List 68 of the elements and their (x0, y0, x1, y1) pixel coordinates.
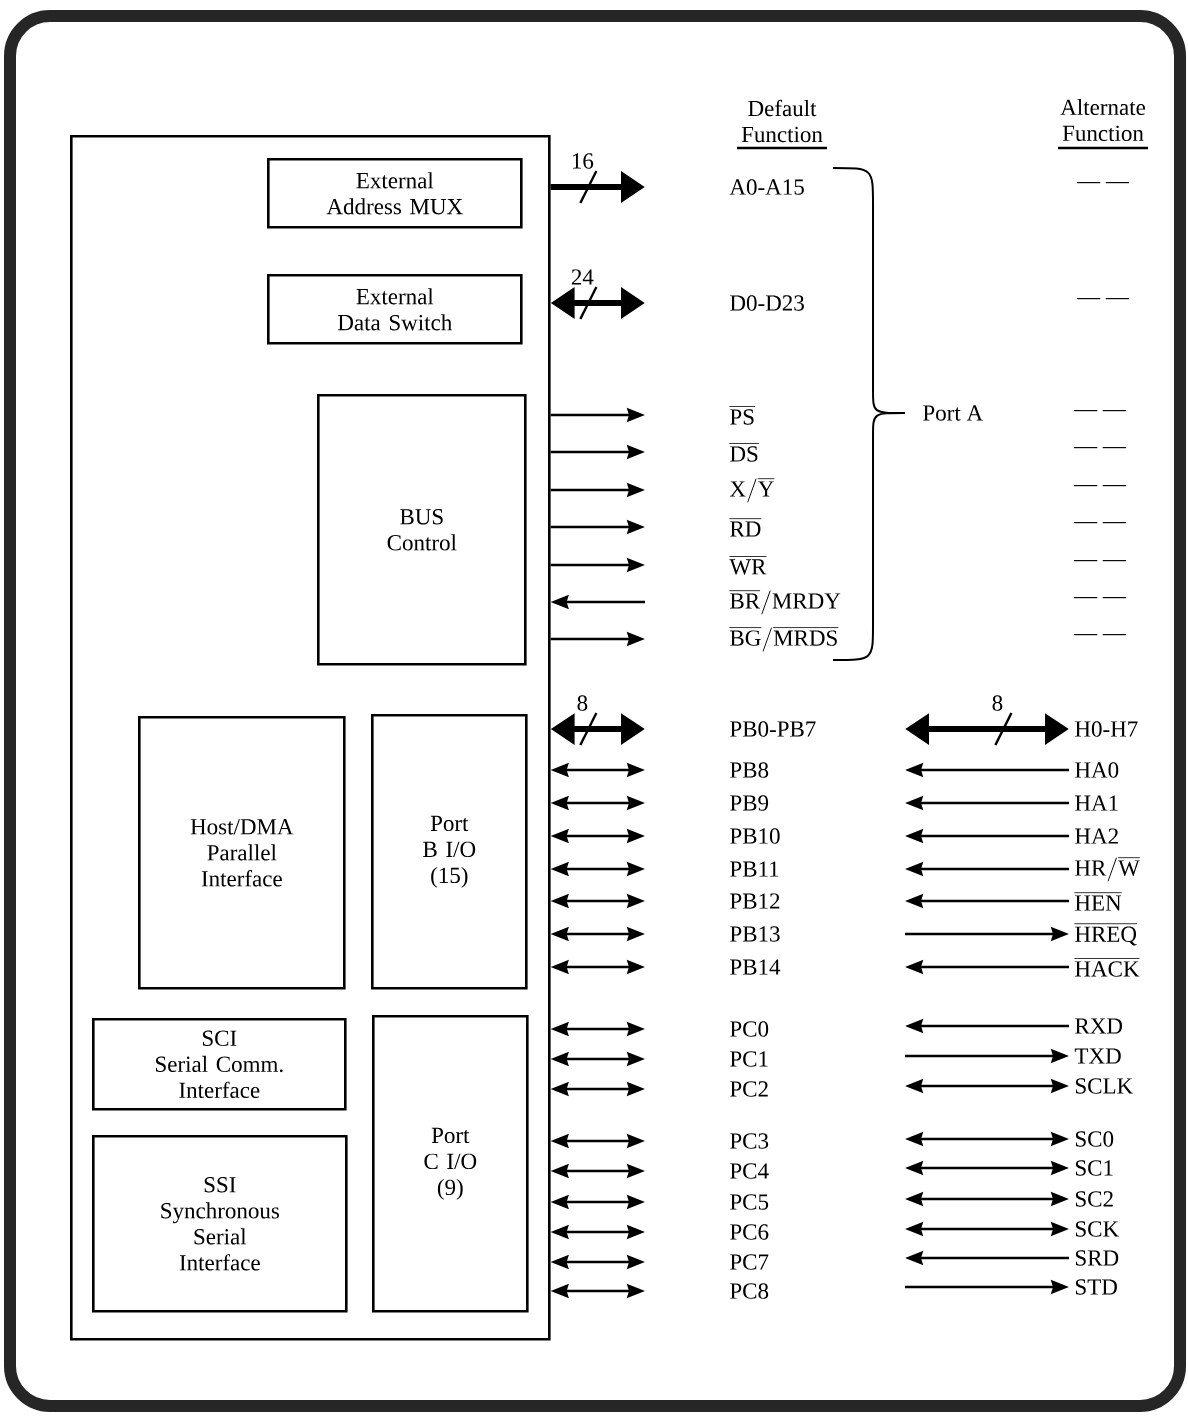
pin-label: PC7 (730, 1254, 769, 1270)
no-function-mark: — — (1077, 298, 1130, 300)
no-function-mark: — — (1074, 485, 1127, 487)
pin-label: STD (1075, 1279, 1117, 1295)
block-box: SCI Serial Comm. Interface (92, 1018, 347, 1111)
pin-label: SC0 (1075, 1131, 1114, 1147)
pin-label: PC8 (730, 1283, 769, 1299)
pin-label: PB12 (730, 893, 780, 909)
pin-label: PC1 (730, 1051, 768, 1067)
pin-label: $\overline{\mathrm{BR}}/\mathrm{MRDY}$ (729, 590, 841, 615)
pin-label: SRD (1075, 1250, 1119, 1266)
pin-label: PB9 (730, 795, 769, 811)
pin-label: HA1 (1075, 795, 1118, 811)
pin-label: $\overline{\mathrm{DS}}$ (729, 443, 759, 462)
pin-label: $\overline{\mathrm{HACK}}$ (1074, 958, 1140, 977)
pin-label: PC2 (730, 1081, 768, 1097)
block-box: BUS Control (317, 394, 527, 666)
pin-label: PB8 (730, 762, 769, 778)
pin-label: $\overline{\mathrm{WR}}$ (729, 556, 767, 575)
pin-label: $\overline{\mathrm{PS}}$ (729, 406, 755, 425)
pin-label: PB13 (730, 926, 780, 942)
chip-outline (70, 135, 551, 1341)
port-label: Port A (923, 405, 983, 421)
pin-label: $\mathrm{HR}/\overline{\mathrm{W}}$ (1075, 857, 1140, 882)
no-function-mark: — — (1074, 410, 1127, 412)
pin-label: PC5 (730, 1194, 769, 1210)
pin-label: $\overline{\mathrm{RD}}$ (729, 518, 762, 537)
pin-label: PB0-PB7 (730, 721, 816, 737)
pin-label: PB10 (730, 828, 780, 844)
pin-label: TXD (1074, 1048, 1121, 1064)
pin-label: SC2 (1075, 1191, 1113, 1207)
block-box: External Data Switch (267, 274, 523, 345)
no-function-mark: — — (1074, 522, 1127, 524)
no-function-mark: — — (1074, 560, 1127, 562)
no-function-mark: — — (1077, 182, 1130, 184)
block-box: Port C I/O (9) (372, 1015, 529, 1313)
column-heading: Default Function (737, 99, 827, 150)
no-function-mark: — — (1074, 597, 1127, 599)
pin-label: $\overline{\mathrm{HEN}}$ (1074, 892, 1122, 911)
pin-label: H0-H7 (1075, 721, 1138, 737)
pin-label: HA2 (1075, 828, 1118, 844)
pin-label: PB11 (730, 861, 779, 877)
pin-label: RXD (1075, 1018, 1123, 1034)
column-heading: Alternate Function (1058, 98, 1148, 150)
pin-label: SCLK (1075, 1078, 1133, 1094)
pin-label: A0-A15 (729, 179, 804, 195)
pin-label: $\overline{\mathrm{HREQ}}$ (1074, 923, 1137, 946)
block-box: Host/DMA Parallel Interface (138, 716, 346, 990)
block-box: Port B I/O (15) (371, 714, 528, 990)
block-box: SSI Synchronous Serial Interface (92, 1135, 348, 1313)
pin-label: PC4 (730, 1163, 769, 1179)
edge-label: 8 (575, 694, 590, 712)
no-function-mark: — — (1074, 634, 1127, 636)
edge-label: 8 (990, 694, 1005, 712)
no-function-mark: — — (1074, 447, 1127, 449)
block-box: External Address MUX (267, 158, 523, 229)
edge-label: 24 (569, 268, 595, 286)
pin-label: SC1 (1075, 1160, 1113, 1176)
pin-label: PB14 (730, 959, 781, 975)
pin-label: $\mathrm{X}/\overline{\mathrm{Y}}$ (729, 478, 775, 503)
pin-label: D0-D23 (730, 295, 804, 311)
edge-label: 16 (569, 152, 595, 170)
pin-label: PC6 (730, 1224, 769, 1240)
pin-label: SCK (1075, 1221, 1119, 1237)
pin-label: PC0 (730, 1021, 769, 1037)
pin-label: HA0 (1075, 762, 1119, 778)
pin-label: $\overline{\mathrm{BG}}/\overline{\mathrm{MRDS}}$ (729, 627, 839, 652)
pin-label: PC3 (730, 1133, 769, 1149)
